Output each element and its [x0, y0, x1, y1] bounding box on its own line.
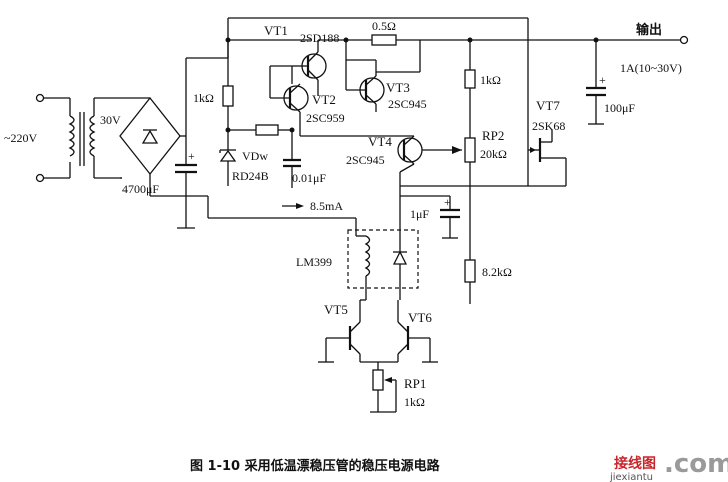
- transformer-secondary: [89, 97, 150, 179]
- vt2-type-label: 2SC959: [306, 111, 345, 125]
- zener-vdw-label: VDw: [242, 149, 268, 163]
- ac-input: [35, 93, 75, 183]
- output-spec-label: 1A(10~30V): [620, 61, 682, 75]
- resistor-1k-right-label: 1kΩ: [480, 73, 501, 87]
- top-rail: [186, 17, 529, 130]
- resistor-8-2k: [464, 259, 476, 304]
- capacitor-001uf: [283, 130, 301, 188]
- capacitor-1uf-label: 1μF: [410, 207, 429, 221]
- rp2-label: RP2: [482, 128, 504, 143]
- vt3-type-label: 2SC945: [388, 97, 427, 111]
- vt3-label: VT3: [386, 80, 410, 95]
- potentiometer-rp1: [370, 362, 397, 413]
- watermark-dotcom: .com: [664, 449, 728, 479]
- figure-caption: 图 1-10 采用低温漂稳压管的稳压电源电路: [190, 458, 441, 474]
- lm399-label: LM399: [296, 255, 332, 269]
- rp1-label: RP1: [404, 376, 426, 391]
- resistor-1k-left-label: 1kΩ: [193, 91, 214, 105]
- transistor-vt5: [318, 300, 361, 363]
- zener-vdw: [219, 130, 237, 186]
- resistor-1k-right: [464, 37, 476, 138]
- watermark-cn: 接线图: [614, 455, 656, 472]
- vt5-label: VT5: [324, 302, 348, 317]
- resistor-shunt: [343, 34, 470, 72]
- jfet-vt7: [400, 130, 567, 187]
- transformer-core: [79, 112, 85, 166]
- vt1-label: VT1: [264, 23, 288, 38]
- zener-type-label: RD24B: [232, 169, 269, 183]
- transistor-vt2: [269, 65, 309, 124]
- lm399-package: [347, 218, 419, 300]
- potentiometer-rp2: [452, 137, 476, 260]
- capacitor-4700uf: +: [150, 58, 197, 229]
- watermark-url: jiexiantu: [609, 472, 653, 482]
- capacitor-100uf-label: 100μF: [604, 101, 635, 115]
- resistor-base: [228, 124, 295, 136]
- vt4-label: VT4: [368, 134, 392, 149]
- rp2-value-label: 20kΩ: [480, 147, 507, 161]
- resistor-8-2k-label: 8.2kΩ: [482, 265, 512, 279]
- svg-text:+: +: [188, 149, 195, 163]
- svg-text:+: +: [599, 73, 606, 87]
- rp1-value-label: 1kΩ: [404, 395, 425, 409]
- vt4-type-label: 2SC945: [346, 153, 385, 167]
- resistor-1k-left: [222, 40, 234, 133]
- transistor-vt6: [360, 299, 438, 363]
- current-path: [186, 195, 356, 219]
- vt7-label: VT7: [536, 98, 560, 113]
- ac-voltage-label: ~220V: [4, 131, 37, 145]
- capacitor-100uf: +: [586, 40, 606, 125]
- vt6-label: VT6: [408, 310, 432, 325]
- vt1-type-label: 2SD188: [300, 31, 339, 45]
- secondary-voltage-label: 30V: [100, 113, 121, 127]
- current-label: 8.5mA: [310, 199, 343, 213]
- vt2-label: VT2: [312, 92, 336, 107]
- capacitor-4700uf-label: 4700μF: [122, 182, 159, 196]
- transistor-vt3: [345, 52, 420, 112]
- capacitor-001uf-label: 0.01μF: [292, 171, 326, 185]
- capacitor-1uf: +: [400, 195, 460, 239]
- vt7-type-label: 2SK68: [532, 119, 565, 133]
- output-label: 输出: [636, 22, 662, 38]
- svg-text:+: +: [444, 195, 451, 209]
- resistor-shunt-label: 0.5Ω: [372, 19, 396, 33]
- bridge-rectifier: [119, 96, 186, 196]
- transistor-vt1: [292, 39, 346, 96]
